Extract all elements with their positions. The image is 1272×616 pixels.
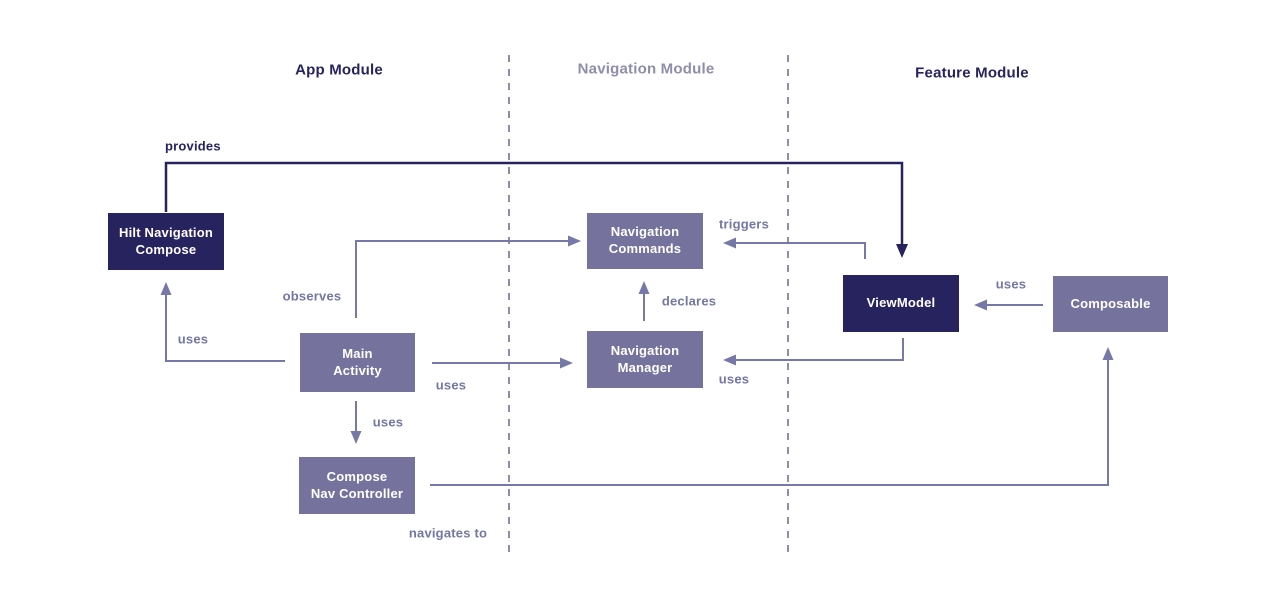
node-label-line: Activity [333,362,382,378]
edge-label-navigates-to: navigates to [408,525,488,541]
edge-label-uses-composable-to-viewmodel: uses [995,276,1027,292]
node-label-line: Hilt Navigation [118,224,213,240]
edge-provides [164,161,908,258]
module-header-navigation: Navigation Module [577,60,715,78]
node-main-activity: Main Activity [300,333,415,392]
edge-navigates-to [430,347,1114,486]
edge-label-observes: observes [282,288,342,304]
module-header-feature: Feature Module [915,64,1029,82]
node-label-line: Nav Controller [310,485,404,501]
edge-uses-viewmodel-to-manager [723,338,904,366]
edge-label-provides: provides [165,138,221,154]
node-composable: Composable [1053,276,1168,332]
node-label-line: Commands [608,241,682,256]
module-header-app: App Module [295,61,383,79]
node-label-line: Navigation [610,342,680,358]
edge-label-uses-main-to-controller: uses [372,414,404,430]
edge-label-declares: declares [661,293,717,309]
edge-observes [355,235,581,318]
edge-label-uses-viewmodel-to-manager: uses [718,371,750,387]
node-viewmodel: ViewModel [843,275,959,332]
node-label-line: Main [342,345,373,361]
node-navigation-commands: Navigation Commands [587,213,703,269]
node-label-line: Composable [1070,295,1151,311]
node-navigation-manager: Navigation Manager [587,331,703,388]
edge-triggers [723,237,866,259]
edge-label-uses-main-to-hilt: uses [177,331,209,347]
node-label-line: Compose [326,468,388,484]
node-label-line: Compose [135,241,197,257]
edge-label-triggers: triggers [718,216,770,232]
node-label-line: Navigation [610,224,680,240]
edge-uses-main-to-hilt [160,282,285,362]
edge-label-uses-main-to-manager: uses [435,377,467,393]
node-compose-nav-controller: Compose Nav Controller [299,457,415,514]
node-label-line: Manager [617,359,673,375]
node-label-line: ViewModel [866,295,936,311]
node-hilt-navigation-compose: Hilt Navigation Compose [108,213,224,270]
